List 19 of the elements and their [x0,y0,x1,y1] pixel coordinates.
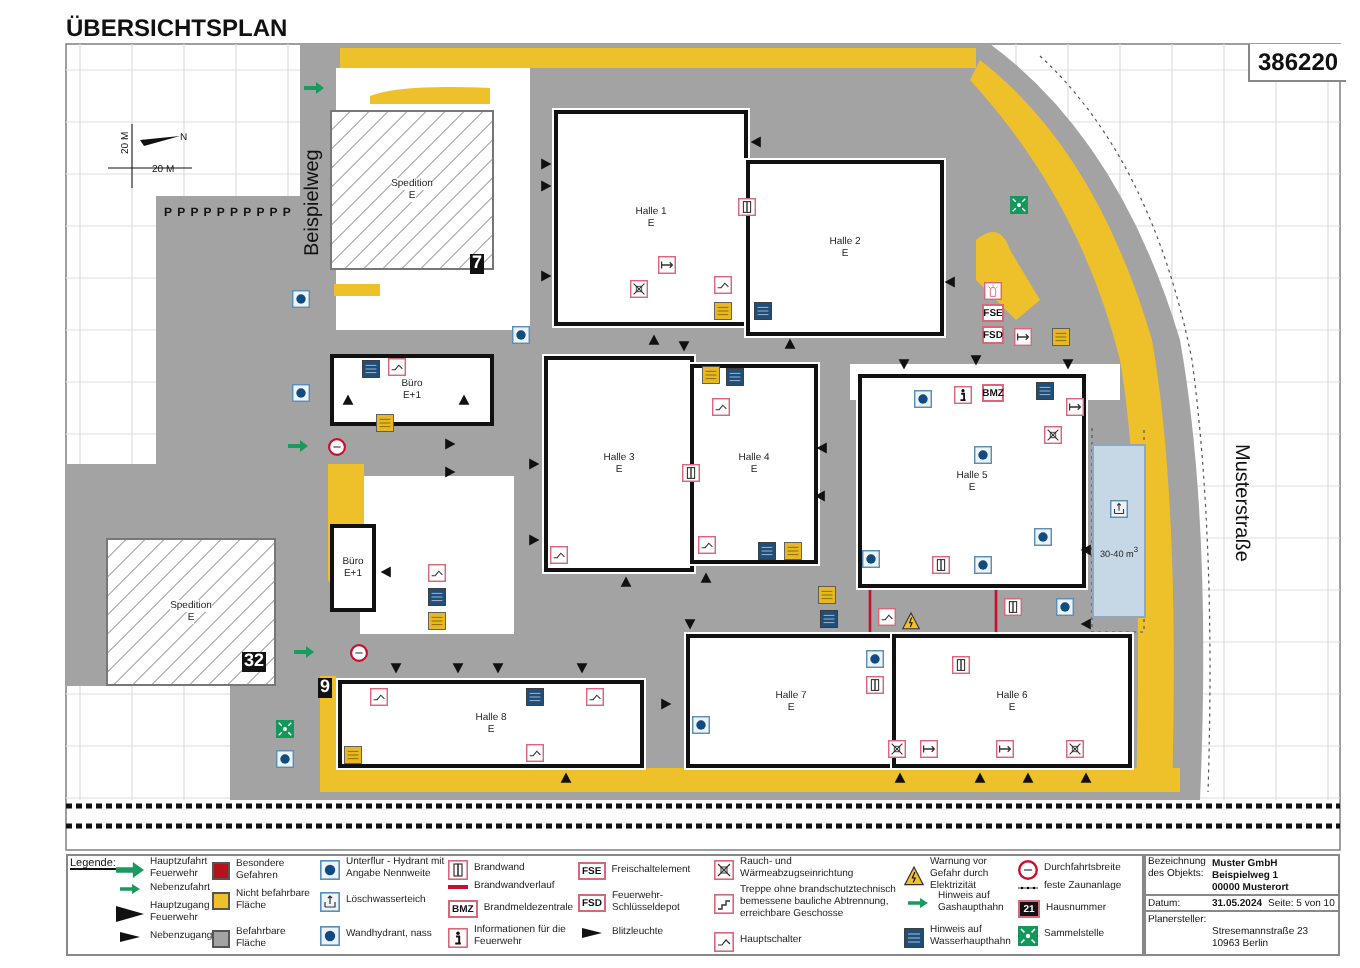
hall-building [338,680,644,768]
hall-building [858,374,1086,588]
hatched-building [106,538,276,686]
plan-number: 386220 [1248,44,1347,82]
hall-building [686,634,896,768]
office-building [330,524,376,612]
house-number: 32 [242,652,267,672]
plan-title: ÜBERSICHTSPLAN [66,14,288,42]
hall-building [554,110,748,326]
hall-building [746,160,944,336]
office-building [330,354,494,426]
house-number: 7 [470,254,485,274]
house-number: 9 [318,678,333,698]
hall-building [690,364,818,564]
hall-building [892,634,1132,768]
hall-building [544,356,694,572]
street-name: Musterstraße [1230,444,1252,562]
hatched-building [330,110,494,270]
pond-area [1092,444,1146,618]
